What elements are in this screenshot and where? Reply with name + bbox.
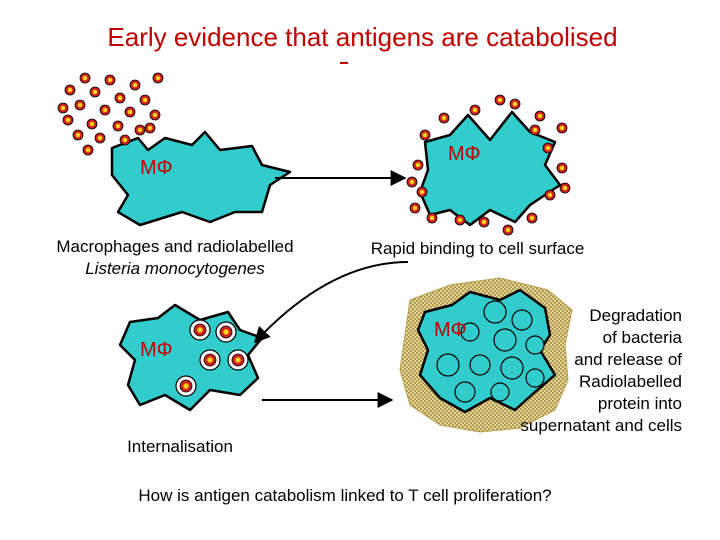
empty-vacuole [500, 356, 524, 380]
caption-degradation: Degradation of bacteria and release of R… [470, 305, 682, 437]
empty-vacuole [511, 309, 533, 331]
bacterium [412, 159, 424, 171]
bacterium [454, 214, 466, 226]
cell-label-1: MΦ [140, 157, 173, 179]
empty-vacuole [490, 382, 510, 402]
bacterium [469, 104, 481, 116]
bacterium [406, 176, 418, 188]
macrophage-cell-1 [110, 130, 292, 227]
caption-binding: Rapid binding to cell surface [370, 239, 585, 258]
bacterium [112, 120, 124, 132]
empty-vacuole [436, 353, 460, 377]
bacterium [114, 92, 126, 104]
bacterium [152, 72, 164, 84]
bacterium [129, 79, 141, 91]
bacterium [134, 124, 146, 136]
red-tick-mark [340, 62, 348, 64]
internalised-bacteria [175, 319, 249, 397]
bacterium [57, 102, 69, 114]
bacterium [193, 323, 207, 337]
caption-degradation-line: Degradation [589, 306, 682, 325]
bacterium [416, 186, 428, 198]
empty-vacuole [469, 354, 491, 376]
bacterium [119, 134, 131, 146]
bacterium [556, 122, 568, 134]
bacterium [72, 129, 84, 141]
bacterium [419, 129, 431, 141]
empty-vacuole [460, 322, 480, 342]
bacterium [556, 162, 568, 174]
bacterium [509, 98, 521, 110]
slide-title: Early evidence that antigens are catabol… [107, 22, 618, 52]
bacterium [438, 112, 450, 124]
bacterium [526, 212, 538, 224]
empty-vacuole [483, 300, 507, 324]
caption-degradation-line: supernatant and cells [520, 416, 682, 435]
bacterium [144, 122, 156, 134]
closing-question: How is antigen catabolism linked to T ce… [138, 486, 552, 505]
bacterium [544, 189, 556, 201]
cell-label-4: MΦ [434, 319, 467, 341]
empty-vacuole [493, 328, 517, 352]
bacterium [502, 224, 514, 236]
bacterium [231, 353, 245, 367]
free-bacteria-cluster [57, 72, 164, 156]
bacterium [139, 94, 151, 106]
bacterium [542, 142, 554, 154]
bacterium [478, 216, 490, 228]
empty-vacuole [525, 368, 545, 388]
empty-vacuole [525, 335, 545, 355]
degradation-vacuoles [436, 300, 545, 403]
caption-macrophages: Macrophages and radiolabelled Listeria m… [20, 236, 330, 280]
caption-degradation-line: of bacteria [602, 328, 682, 347]
bacterium [529, 124, 541, 136]
bacterium [124, 106, 136, 118]
bacterium [149, 109, 161, 121]
bacterium [426, 212, 438, 224]
bacterium [494, 94, 506, 106]
caption-listeria: Listeria monocytogenes [85, 259, 265, 278]
cell-label-3: MΦ [140, 339, 173, 361]
caption-degradation-line: Radiolabelled [578, 372, 682, 391]
bacterium [94, 132, 106, 144]
bacterium [179, 379, 193, 393]
bacterium [62, 114, 74, 126]
bacterium [99, 104, 111, 116]
bacterium [534, 110, 546, 122]
bacterium [559, 182, 571, 194]
bacterium [409, 202, 421, 214]
empty-vacuole [454, 381, 476, 403]
bacterium [89, 86, 101, 98]
caption-degradation-line: and release of [574, 350, 682, 369]
bacterium [219, 325, 233, 339]
bacterium [74, 99, 86, 111]
bacterium [64, 84, 76, 96]
cell-label-2: MΦ [448, 143, 481, 165]
bacterium [104, 74, 116, 86]
caption-degradation-line: protein into [597, 394, 682, 413]
caption-macrophages-line1: Macrophages and radiolabelled [56, 237, 294, 256]
arrow-to-internalisation [253, 261, 409, 344]
bacterium [86, 118, 98, 130]
caption-internalisation: Internalisation [127, 437, 233, 456]
bacterium [203, 353, 217, 367]
surface-bound-bacteria [406, 94, 571, 236]
bacterium [82, 144, 94, 156]
bacterium [79, 72, 91, 84]
